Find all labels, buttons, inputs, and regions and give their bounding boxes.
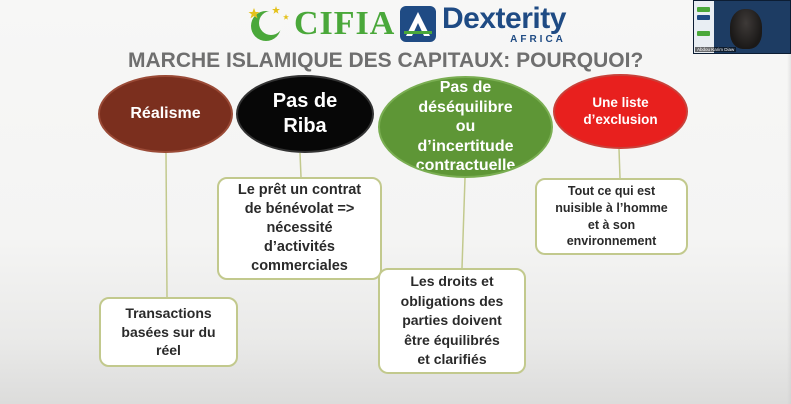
dexterity-emblem-icon	[400, 6, 436, 42]
video-mini-logo	[697, 7, 710, 12]
box-nuisible-homme: Tout ce qui est nuisible à l’homme et à …	[535, 178, 688, 255]
participant-avatar	[730, 9, 762, 49]
cifia-wordmark: CIFIA	[294, 5, 396, 42]
video-mini-logo	[697, 31, 710, 36]
slide-title: MARCHE ISLAMIQUE DES CAPITAUX: POURQUOI?	[128, 49, 644, 72]
video-mini-logo	[697, 15, 710, 20]
video-background-slide	[694, 1, 714, 53]
pillar-pas-de-riba: Pas de Riba	[236, 75, 374, 153]
right-edge-shadow	[787, 54, 791, 404]
cifia-logo: CIFIA	[246, 4, 395, 44]
connector-realisme	[165, 152, 168, 298]
pillar-pas-de-desequilibre: Pas de déséquilibre ou d’incertitude con…	[378, 76, 553, 178]
dexterity-logo: Dexterity AFRICA	[398, 2, 566, 46]
participant-video-tile[interactable]: Abdou Karim Diaw	[693, 0, 791, 54]
dexterity-wordmark: Dexterity	[442, 1, 566, 35]
box-droits-obligations: Les droits et obligations des parties do…	[378, 268, 526, 374]
box-pret-benevolat: Le prêt un contrat de bénévolat => néces…	[217, 177, 382, 280]
cifia-crescent-icon	[248, 6, 289, 41]
box-transactions-reel: Transactions basées sur du réel	[99, 297, 238, 367]
participant-name-label: Abdou Karim Diaw	[695, 47, 737, 52]
pillar-liste-exclusion: Une liste d’exclusion	[553, 74, 688, 149]
connector-desequilibre	[461, 177, 466, 269]
pillar-realisme: Réalisme	[98, 75, 233, 153]
connector-exclusion	[618, 148, 621, 179]
dexterity-subtitle: AFRICA	[510, 33, 566, 45]
connector-riba	[299, 152, 302, 178]
